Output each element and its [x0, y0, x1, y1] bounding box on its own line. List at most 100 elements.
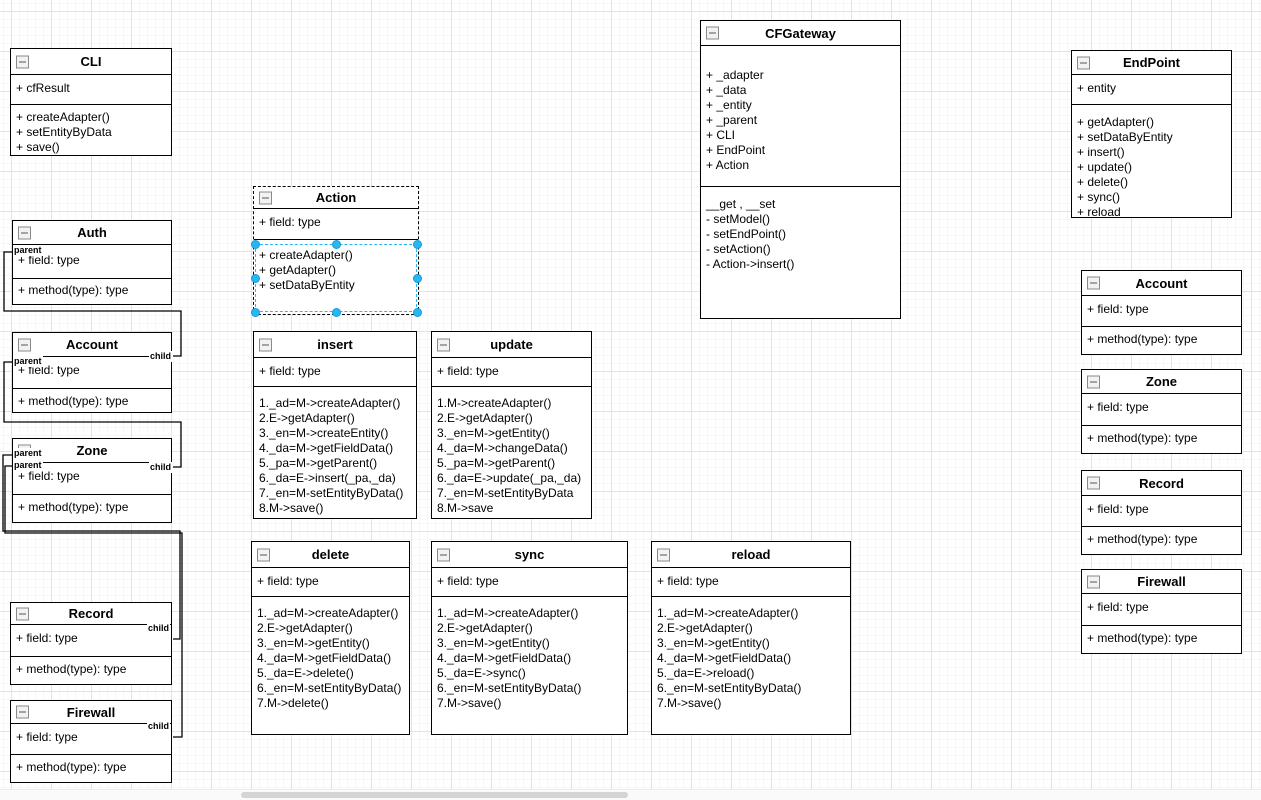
selection-handle[interactable] [250, 273, 260, 283]
connector-account-to-zone[interactable] [3, 361, 182, 468]
methods-compartment[interactable]: + method(type): type [1082, 526, 1241, 554]
edge-label-parent[interactable]: parent [13, 448, 43, 459]
class-cli[interactable]: CLI+ cfResult+ createAdapter()+ setEntit… [10, 48, 172, 156]
methods-compartment[interactable]: 1._ad=M->createAdapter()2.E->getAdapter(… [652, 596, 850, 734]
connector-zone-to-record[interactable] [2, 454, 181, 640]
collapse-icon[interactable] [1087, 575, 1100, 588]
selection-handle[interactable] [412, 307, 422, 317]
fields-compartment[interactable]: + _adapter+ _data+ _entity+ _parent+ CLI… [701, 45, 900, 186]
fields-compartment[interactable]: + field: type [252, 567, 409, 596]
collapse-icon[interactable] [437, 548, 450, 561]
class-title-bar: reload [652, 542, 850, 567]
fields-compartment[interactable]: + field: type [432, 567, 627, 596]
fields-compartment[interactable]: + entity [1072, 74, 1231, 104]
methods-compartment[interactable]: + getAdapter()+ setDataByEntity+ insert(… [1072, 104, 1231, 217]
selection-handle[interactable] [250, 307, 260, 317]
edge-label-child[interactable]: child [147, 721, 171, 732]
collapse-icon[interactable] [1087, 276, 1100, 290]
collapse-icon[interactable] [1077, 56, 1090, 69]
collapse-icon[interactable] [1087, 375, 1100, 388]
connector-auth-to-account[interactable] [3, 251, 182, 357]
methods-compartment[interactable]: + method(type): type [13, 494, 171, 522]
fields-compartment[interactable]: + field: type [652, 567, 850, 596]
fields-compartment[interactable]: + field: type [254, 208, 418, 239]
selection-handle[interactable] [331, 307, 341, 317]
collapse-icon[interactable] [706, 26, 719, 40]
methods-compartment[interactable]: + method(type): type [13, 388, 171, 412]
class-record-left[interactable]: Record+ field: type+ method(type): type [10, 602, 172, 685]
fields-compartment[interactable]: + field: type [1082, 295, 1241, 326]
method-line: 6._en=M-setEntityByData() [437, 681, 582, 695]
method-line: 7.M->save() [437, 696, 502, 710]
fields-compartment[interactable]: + field: type [254, 357, 416, 386]
fields-compartment[interactable]: + field: type [13, 462, 171, 494]
fields-compartment[interactable]: + cfResult [11, 74, 171, 104]
edge-label-parent[interactable]: parent [13, 245, 43, 256]
selection-rectangle [255, 244, 417, 312]
fields-compartment[interactable]: + field: type [11, 723, 171, 754]
selection-handle[interactable] [412, 273, 422, 283]
class-cfgateway[interactable]: CFGateway+ _adapter+ _data+ _entity+ _pa… [700, 20, 901, 319]
methods-compartment[interactable]: 1._ad=M->createAdapter()2.E->getAdapter(… [254, 386, 416, 518]
class-endpoint[interactable]: EndPoint+ entity+ getAdapter()+ setDataB… [1071, 50, 1232, 218]
edge-label-parent[interactable]: parent [13, 356, 43, 367]
class-zone-right[interactable]: Zone+ field: type+ method(type): type [1081, 369, 1242, 454]
collapse-icon[interactable] [16, 55, 29, 68]
collapse-icon[interactable] [259, 338, 272, 351]
edge-label-child[interactable]: child [149, 351, 173, 362]
method-line: + createAdapter() [16, 110, 110, 124]
fields-compartment[interactable]: + field: type [1082, 593, 1241, 625]
fields-compartment[interactable]: + field: type [432, 357, 591, 386]
class-account-left[interactable]: Account+ field: type+ method(type): type [12, 332, 172, 413]
collapse-icon[interactable] [657, 548, 670, 561]
edge-label-parent[interactable]: parent [13, 460, 43, 471]
horizontal-scrollbar[interactable] [0, 789, 1261, 800]
collapse-icon[interactable] [16, 705, 29, 719]
collapse-icon[interactable] [1087, 476, 1100, 490]
class-action[interactable]: Action+ field: type+ createAdapter()+ ge… [253, 186, 419, 315]
selection-handle[interactable] [331, 239, 341, 249]
class-firewall-left[interactable]: Firewall+ field: type+ method(type): typ… [10, 700, 172, 783]
class-account-right[interactable]: Account+ field: type+ method(type): type [1081, 270, 1242, 355]
edge-label-child[interactable]: child [149, 462, 173, 473]
collapse-icon[interactable] [257, 548, 270, 561]
methods-compartment[interactable]: + method(type): type [1082, 326, 1241, 354]
methods-compartment[interactable]: 1.M->createAdapter()2.E->getAdapter()3._… [432, 386, 591, 518]
fields-compartment[interactable]: + field: type [11, 624, 171, 656]
collapse-icon[interactable] [18, 338, 31, 351]
class-record-right[interactable]: Record+ field: type+ method(type): type [1081, 470, 1242, 555]
fields-compartment[interactable]: + field: type [1082, 495, 1241, 526]
method-line: 2.E->getAdapter() [657, 621, 753, 635]
selection-handle[interactable] [250, 239, 260, 249]
methods-compartment[interactable]: + method(type): type [13, 278, 171, 304]
collapse-icon[interactable] [16, 607, 29, 620]
methods-compartment[interactable]: + createAdapter()+ setEntityByData+ save… [11, 104, 171, 155]
methods-compartment[interactable]: + method(type): type [11, 656, 171, 684]
class-auth[interactable]: Auth+ field: type+ method(type): type [12, 220, 172, 305]
collapse-icon[interactable] [259, 191, 272, 204]
methods-compartment[interactable]: 1._ad=M->createAdapter()2.E->getAdapter(… [252, 596, 409, 734]
methods-compartment[interactable]: 1._ad=M->createAdapter()2.E->getAdapter(… [432, 596, 627, 734]
methods-compartment[interactable]: + createAdapter()+ getAdapter()+ setData… [254, 239, 418, 314]
methods-compartment[interactable]: + method(type): type [1082, 625, 1241, 653]
fields-compartment[interactable]: + field: type [13, 244, 171, 278]
scrollbar-thumb[interactable] [241, 792, 628, 798]
methods-compartment[interactable]: + method(type): type [11, 754, 171, 782]
collapse-icon[interactable] [437, 338, 450, 351]
collapse-icon[interactable] [18, 226, 31, 239]
methods-compartment[interactable]: __get , __set- setModel()- setEndPoint()… [701, 186, 900, 318]
methods-compartment[interactable]: + method(type): type [1082, 425, 1241, 453]
fields-compartment[interactable]: + field: type [1082, 393, 1241, 425]
selection-handle[interactable] [412, 239, 422, 249]
connector-zone-to-firewall[interactable] [4, 465, 183, 738]
method-line: + method(type): type [16, 662, 127, 676]
class-firewall-right[interactable]: Firewall+ field: type+ method(type): typ… [1081, 569, 1242, 654]
edge-label-child[interactable]: child [147, 623, 171, 634]
